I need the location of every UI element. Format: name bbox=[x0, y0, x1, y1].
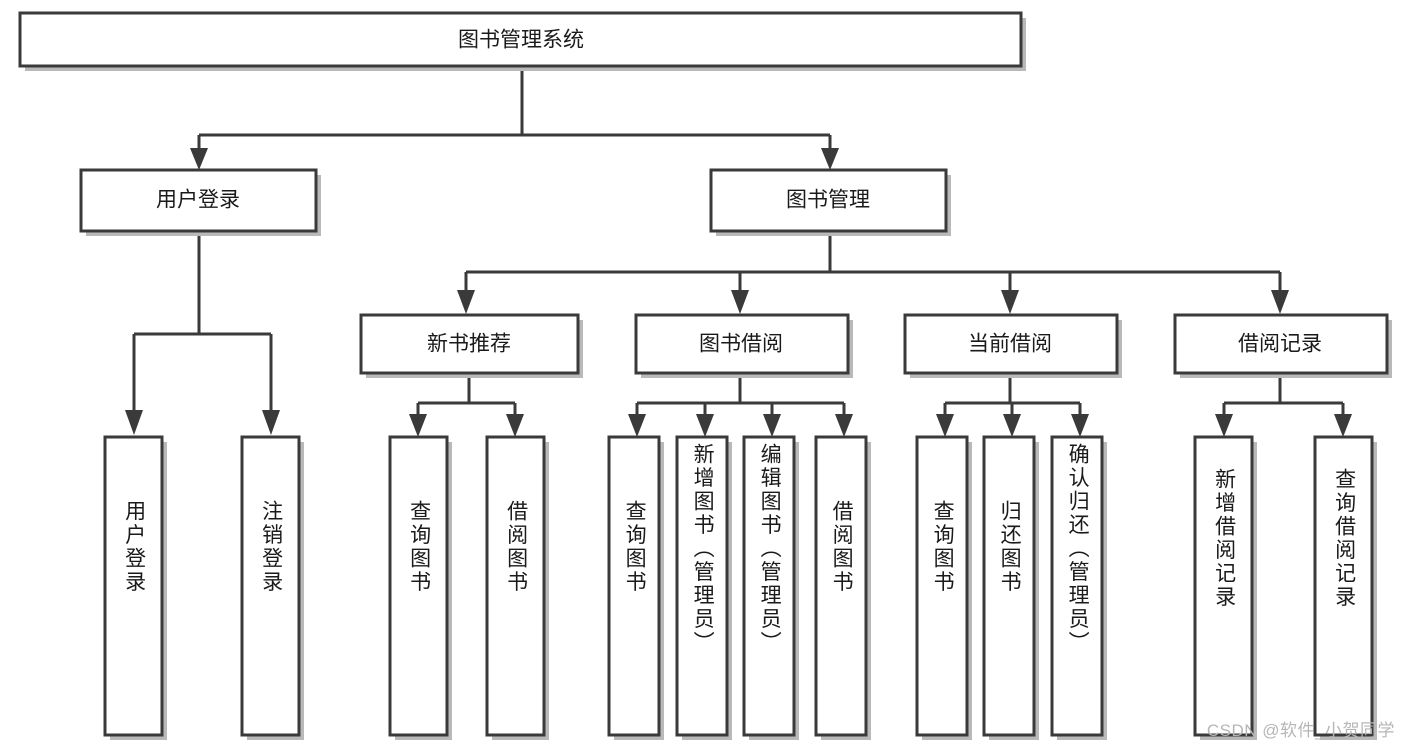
arrowhead-cb-leaf-1 bbox=[936, 414, 954, 437]
leaf-new-book-borrow[interactable] bbox=[485, 435, 549, 740]
node-root-label: 图书管理系统 bbox=[458, 29, 584, 52]
node-book-management-label: 图书管理 bbox=[786, 189, 870, 212]
arrowhead-book-borrow bbox=[731, 290, 749, 314]
leaf-br-query-rect bbox=[1313, 435, 1374, 737]
leaf-cb-confirm-return-rect bbox=[1050, 435, 1104, 737]
node-new-book-recommend-rect bbox=[359, 313, 580, 375]
leaf-new-book-query[interactable] bbox=[388, 435, 452, 740]
node-borrow-record[interactable]: 借阅记录 bbox=[1173, 313, 1392, 378]
arrowhead-br-leaf-2 bbox=[1334, 414, 1352, 437]
leaf-bb-query[interactable] bbox=[607, 435, 664, 740]
arrowhead-borrow-record bbox=[1271, 290, 1289, 314]
node-user-login-label: 用户登录 bbox=[156, 189, 240, 212]
node-book-borrow-rect bbox=[634, 313, 850, 375]
leaf-bb-edit-rect bbox=[742, 435, 796, 737]
arrowhead-bb-leaf-2 bbox=[696, 414, 714, 437]
leaf-br-query[interactable] bbox=[1313, 435, 1377, 740]
leaf-user-login-logout-rect bbox=[240, 435, 301, 737]
arrowhead-nb-leaf-2 bbox=[506, 414, 524, 437]
leaf-br-add-rect bbox=[1193, 435, 1254, 737]
arrowhead-cb-leaf-2 bbox=[1003, 414, 1021, 437]
arrowhead-nb-leaf-1 bbox=[409, 414, 427, 437]
leaf-bb-borrow-rect bbox=[814, 435, 868, 737]
node-current-borrow-rect bbox=[903, 313, 1119, 375]
leaf-cb-query-rect bbox=[915, 435, 969, 737]
arrowhead-book-mgmt bbox=[821, 148, 839, 170]
leaf-cb-return[interactable] bbox=[982, 435, 1039, 740]
arrowhead-bb-leaf-3 bbox=[763, 414, 781, 437]
arrowhead-new-book bbox=[457, 290, 475, 314]
node-new-book-recommend[interactable]: 新书推荐 bbox=[359, 313, 583, 378]
leaf-user-login-login[interactable] bbox=[103, 435, 167, 740]
arrowhead-leaf-logout bbox=[262, 410, 280, 435]
node-root[interactable]: 图书管理系统 bbox=[18, 11, 1026, 71]
arrowhead-leaf-user-login bbox=[125, 410, 143, 435]
leaf-new-book-query-rect bbox=[388, 435, 449, 737]
leaf-cb-query[interactable] bbox=[915, 435, 972, 740]
node-borrow-record-rect bbox=[1173, 313, 1389, 375]
arrowhead-current-borrow bbox=[1001, 290, 1019, 314]
node-user-login[interactable]: 用户登录 bbox=[79, 168, 321, 236]
leaf-bb-add-rect bbox=[675, 435, 729, 737]
arrowhead-bb-leaf-1 bbox=[628, 414, 646, 437]
node-current-borrow[interactable]: 当前借阅 bbox=[903, 313, 1122, 378]
leaf-cb-confirm-return[interactable] bbox=[1050, 435, 1107, 740]
node-new-book-recommend-label: 新书推荐 bbox=[427, 333, 511, 356]
arrowhead-cb-leaf-3 bbox=[1071, 414, 1089, 437]
leaf-user-login-logout[interactable] bbox=[240, 435, 304, 740]
node-borrow-record-label: 借阅记录 bbox=[1238, 333, 1322, 356]
leaf-br-add[interactable] bbox=[1193, 435, 1257, 740]
node-book-management-rect bbox=[709, 168, 948, 233]
connector-group bbox=[125, 68, 1352, 437]
leaf-cb-return-rect bbox=[982, 435, 1036, 737]
node-root-rect bbox=[18, 11, 1023, 68]
arrowhead-bb-leaf-4 bbox=[835, 414, 853, 437]
leaf-bb-borrow[interactable] bbox=[814, 435, 871, 740]
node-user-login-rect bbox=[79, 168, 318, 233]
leaf-bb-edit[interactable] bbox=[742, 435, 799, 740]
arrowhead-br-leaf-1 bbox=[1215, 414, 1233, 437]
node-book-management[interactable]: 图书管理 bbox=[709, 168, 951, 236]
leaf-user-login-login-rect bbox=[103, 435, 164, 737]
node-book-borrow[interactable]: 图书借阅 bbox=[634, 313, 853, 378]
leaf-new-book-borrow-rect bbox=[485, 435, 546, 737]
node-book-borrow-label: 图书借阅 bbox=[699, 333, 783, 356]
node-current-borrow-label: 当前借阅 bbox=[968, 333, 1052, 356]
arrowhead-user-login bbox=[190, 148, 208, 170]
leaf-bb-query-rect bbox=[607, 435, 661, 737]
leaf-bb-add[interactable] bbox=[675, 435, 732, 740]
csdn-watermark: CSDN @软件_小贺同学 bbox=[1206, 721, 1395, 740]
